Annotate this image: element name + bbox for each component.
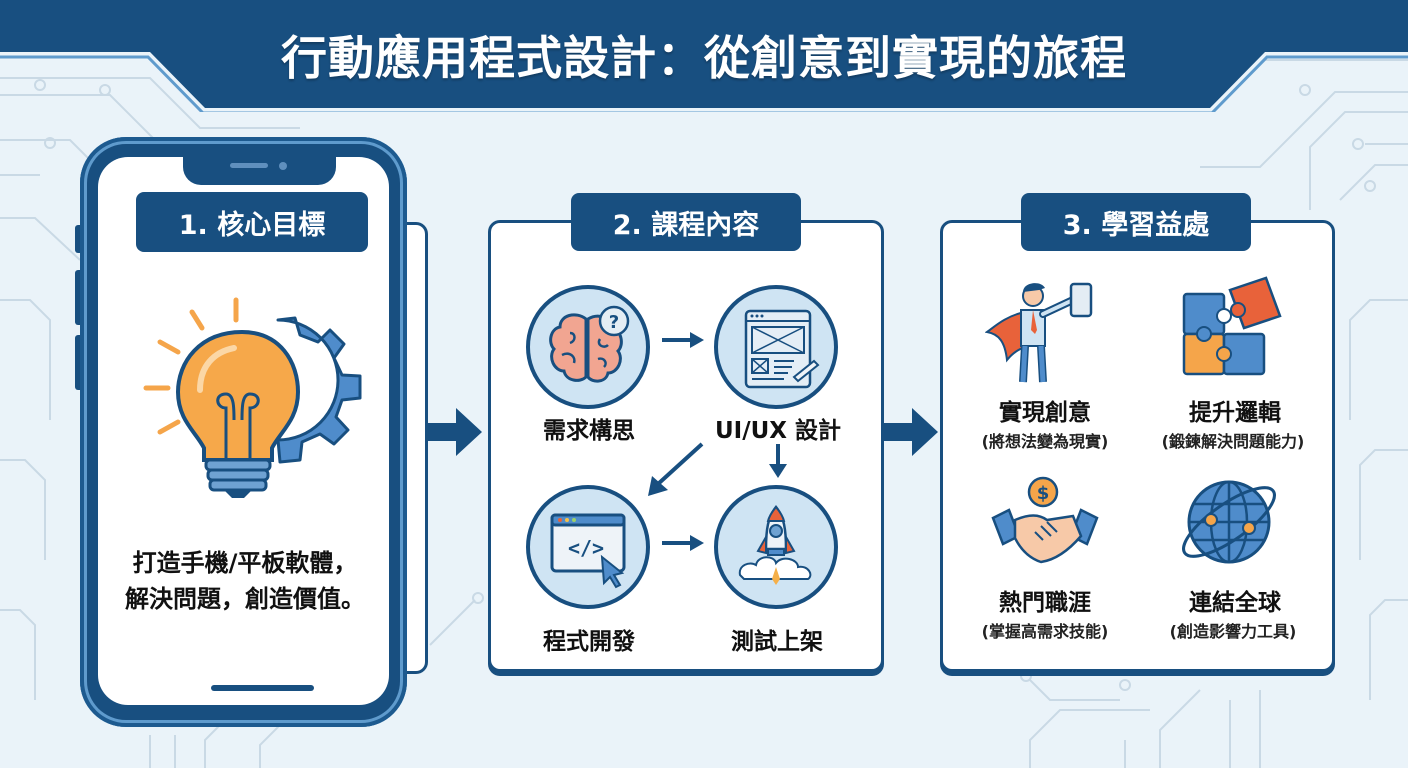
step-circle-requirements: ?: [526, 285, 650, 409]
phone-side-button: [75, 335, 81, 390]
benefit-title-realize-ideas: 實現創意: [999, 400, 1091, 426]
step-circle-development: </>: [526, 485, 650, 609]
phone-side-button: [75, 225, 81, 253]
handshake-dollar-icon: $: [991, 476, 1099, 564]
brain-question-icon: ?: [549, 305, 630, 383]
benefit-subtitle-realize-ideas: (將想法變為現實): [981, 432, 1109, 451]
section-3-title: 3. 學習益處: [1021, 193, 1251, 251]
rocket-launch-icon: [738, 504, 812, 585]
superhero-tablet-icon: [985, 282, 1093, 383]
arrow-right-icon: [662, 332, 704, 348]
phone-speaker: [230, 163, 268, 168]
step-label-requirements: 需求構思: [543, 418, 635, 444]
section-1-title: 1. 核心目標: [136, 192, 368, 252]
page-title: 行動應用程式設計：從創意到實現的旅程: [281, 31, 1127, 85]
core-goal-line-2: 解決問題，創造價值。: [125, 585, 365, 613]
code-window-icon: </>: [550, 513, 626, 589]
phone-notch: [183, 153, 336, 185]
arrow-right-icon: [662, 535, 704, 551]
benefit-title-career: 熱門職涯: [999, 590, 1091, 616]
benefit-subtitle-global: (創造影響力工具): [1169, 622, 1297, 641]
phone-camera: [279, 162, 287, 170]
core-goal-line-1: 打造手機/平板軟體，: [132, 549, 358, 577]
arrow-down-left-icon: [648, 442, 704, 496]
benefit-subtitle-career: (掌握高需求技能): [981, 622, 1109, 641]
benefit-title-global: 連結全球: [1189, 590, 1281, 616]
benefit-title-logic: 提升邏輯: [1189, 400, 1281, 426]
benefit-subtitle-logic: (鍛鍊解決問題能力): [1161, 432, 1305, 451]
core-goal-description: 打造手機/平板軟體， 解決問題，創造價值。: [100, 545, 390, 617]
wireframe-icon: [744, 309, 820, 389]
step-label-uiux: UI/UX 設計: [714, 418, 842, 444]
header-banner: [0, 0, 1408, 112]
arrow-down-icon: [769, 444, 787, 478]
step-label-development: 程式開發: [543, 629, 635, 655]
phone-home-bar: [211, 685, 314, 691]
step-label-launch: 測試上架: [731, 629, 823, 655]
lightbulb-gear-icon: [143, 297, 362, 498]
svg-text:?: ?: [609, 312, 619, 333]
puzzle-icon: [1182, 276, 1282, 376]
step-circle-uiux: [714, 285, 838, 409]
step-circle-launch: [714, 485, 838, 609]
globe-icon: [1182, 480, 1276, 564]
svg-text:$: $: [1037, 483, 1050, 504]
section-2-title: 2. 課程內容: [571, 193, 801, 251]
phone-side-button: [75, 270, 81, 325]
flow-arrow-right-icon: [428, 408, 482, 456]
svg-text:</>: </>: [568, 536, 604, 560]
flow-arrow-right-icon: [884, 408, 938, 456]
